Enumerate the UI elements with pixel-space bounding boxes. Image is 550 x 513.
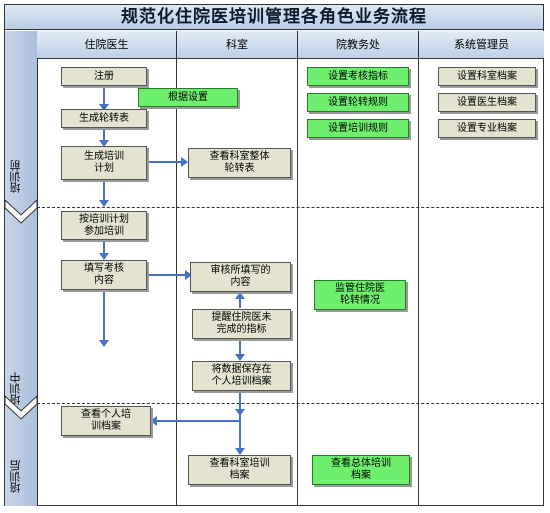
node-monitor-rotation: 监管住院医 轮转情况	[314, 280, 406, 310]
node-view-dept-file: 查看科室培训 档案	[188, 455, 291, 485]
node-save-data: 将数据保存在 个人培训档案	[192, 361, 291, 391]
node-generate-rotation: 生成轮转表	[61, 109, 147, 128]
node-set-doctor-file: 设置医生档案	[438, 93, 536, 112]
node-by-settings: 根据设置	[138, 88, 238, 107]
node-join-training: 按培训计划 参加培训	[61, 211, 147, 240]
node-set-rotation-rules: 设置轮转规则	[307, 93, 409, 112]
node-set-training-rules: 设置培训规则	[307, 119, 409, 138]
node-remind-resident: 提醒住院医未 完成的指标	[192, 309, 291, 339]
node-view-total-file: 查看总体培训 档案	[312, 455, 410, 485]
stage-divider-1	[37, 207, 544, 208]
diagram-title: 规范化住院医培训管理各角色业务流程	[5, 5, 543, 30]
node-set-major-file: 设置专业档案	[438, 119, 536, 138]
stage-divider-2	[37, 403, 544, 404]
node-generate-plan: 生成培训 计划	[61, 146, 147, 180]
lane-academic-office	[298, 59, 419, 506]
lane-department	[177, 59, 298, 506]
stage-chevron-2	[4, 394, 38, 420]
column-header-sysadmin: 系统管理员	[419, 31, 544, 59]
node-fill-evaluation: 填写考核 内容	[61, 260, 147, 290]
node-register: 注册	[61, 67, 147, 86]
node-set-evaluation: 设置考核指标	[307, 67, 409, 86]
stage-column	[5, 31, 38, 506]
column-header-academic-office: 院教务处	[298, 31, 419, 59]
lane-resident	[37, 59, 177, 506]
node-view-dept-rotation: 查看科室整体 轮转表	[188, 148, 291, 178]
node-view-personal-file: 查看个人培 训档案	[61, 406, 151, 436]
column-header-department: 科室	[177, 31, 298, 59]
stage-chevron-1	[4, 198, 38, 224]
column-header-resident: 住院医生	[37, 31, 177, 59]
node-set-dept-file: 设置科室档案	[438, 67, 536, 86]
node-review-evaluation: 审核所填写的 内容	[190, 262, 291, 292]
